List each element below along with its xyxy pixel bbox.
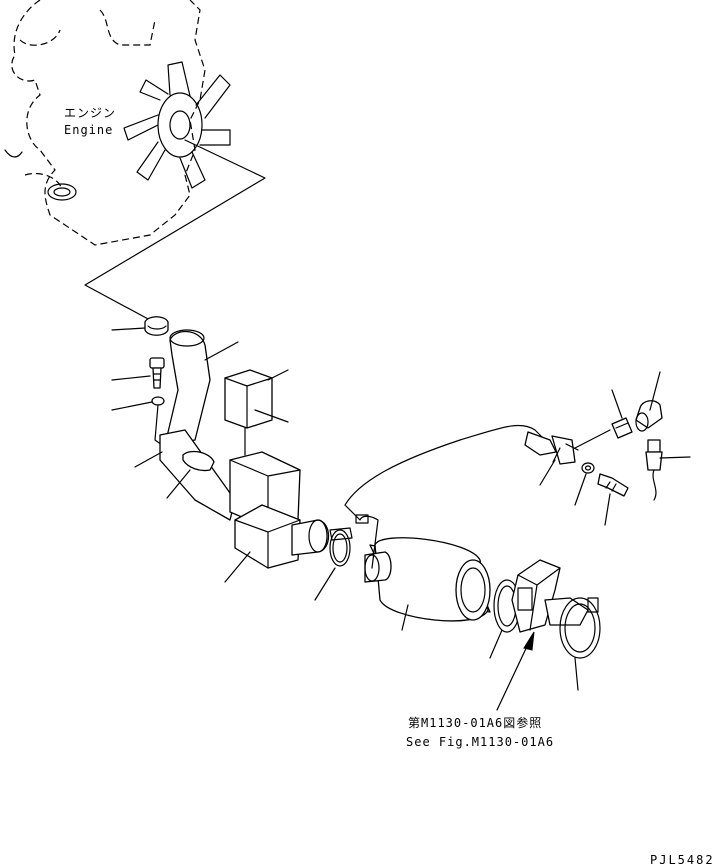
large-clamp-ring (559, 597, 601, 659)
drawing-code: PJL5482 (650, 853, 715, 867)
bolt-right-icon (597, 473, 629, 497)
elbow-fitting (635, 400, 663, 432)
indicator-sensor (645, 439, 663, 501)
reference-label-jp: 第M1130-01A6図参照 (408, 716, 543, 730)
engine-outline (4, 0, 206, 246)
reference-arrow (496, 631, 535, 711)
air-cleaner-body (229, 451, 330, 569)
engine-leader-line (84, 139, 266, 321)
engine-label-en: Engine (64, 123, 114, 137)
fan-icon (123, 61, 231, 189)
reference-label-en: See Fig.M1130-01A6 (406, 735, 555, 749)
bolt-left-icon (149, 357, 165, 389)
intake-hose (164, 329, 211, 446)
washer-left-icon (151, 396, 165, 406)
washer-right-icon (581, 462, 595, 474)
switch-bracket (524, 431, 579, 465)
nipple-fitting (611, 417, 633, 439)
inlet-housing (511, 559, 589, 633)
clamp-ring (329, 527, 353, 567)
leader-lines (111, 327, 691, 691)
hose-lower (159, 429, 236, 521)
air-filter-element (364, 537, 491, 622)
cap-box (224, 369, 273, 456)
engine-label-jp: エンジン (64, 106, 117, 120)
hose-clamp-top (144, 316, 169, 336)
indicator-wire (344, 424, 546, 569)
